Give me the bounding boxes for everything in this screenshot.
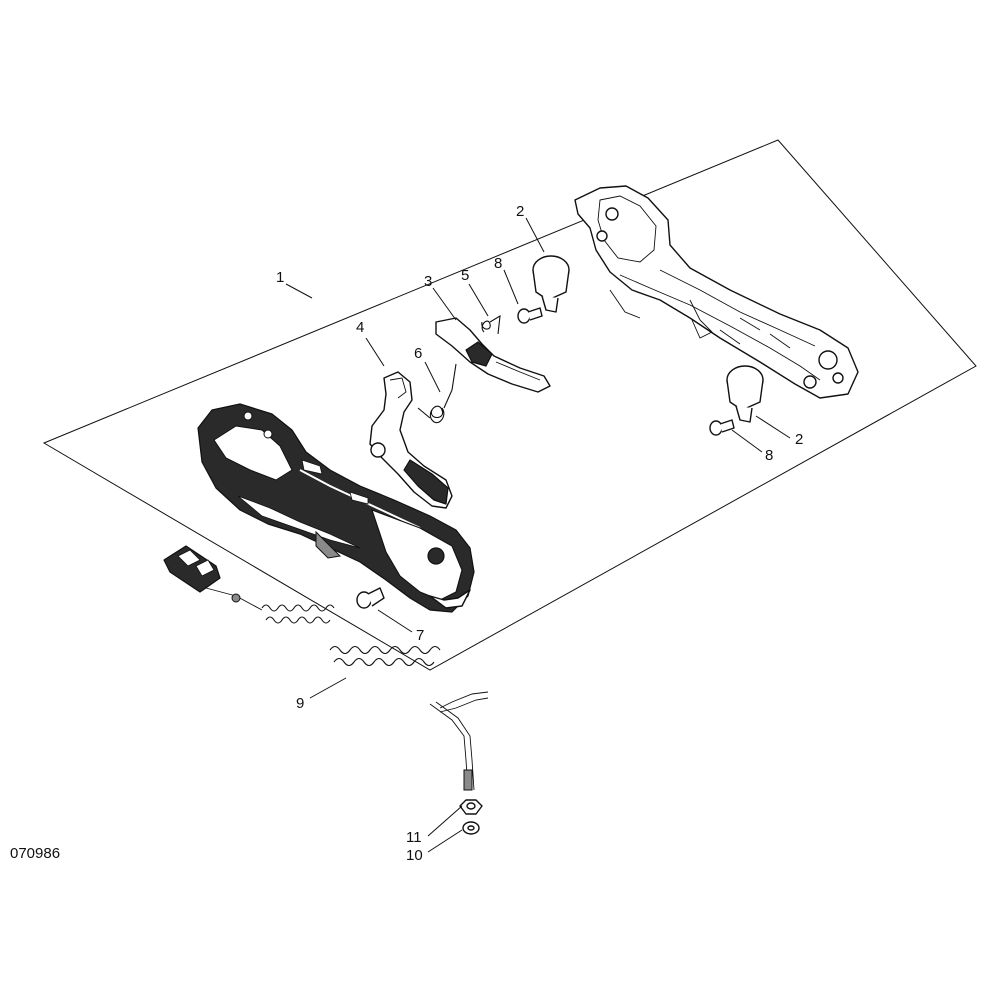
callout-8-lower: 8: [765, 447, 773, 464]
callout-10: 10: [406, 847, 423, 864]
lever-spring: [481, 314, 501, 335]
callout-2-upper: 2: [516, 203, 524, 220]
leader-lines: [285, 217, 791, 853]
callout-3: 3: [424, 273, 432, 290]
callout-11: 11: [406, 829, 422, 846]
clamp-lower: [726, 365, 764, 423]
stop-switch: [163, 545, 221, 593]
callout-1: 1: [276, 269, 284, 286]
callout-4: 4: [356, 319, 364, 336]
torsion-spring: [417, 363, 457, 424]
callout-2-lower: 2: [795, 431, 803, 448]
right-handle-half: [574, 185, 859, 399]
lockout-lever: [435, 317, 551, 393]
wire-harness: [205, 587, 489, 791]
callout-6: 6: [414, 345, 422, 362]
screw-handle: [356, 587, 385, 609]
left-handle-half: [197, 403, 475, 613]
clamp-upper: [532, 255, 570, 313]
screw-lower: [709, 419, 735, 436]
washer: [462, 821, 480, 835]
nut: [459, 799, 483, 815]
figure-id: 070986: [10, 845, 60, 862]
screw-upper: [517, 307, 543, 324]
callouts: 1 2 3 5 8 4 6 2 8 7 9 11 10: [276, 203, 803, 864]
callout-5: 5: [461, 267, 469, 284]
callout-9: 9: [296, 695, 304, 712]
callout-8-upper: 8: [494, 255, 502, 272]
callout-7: 7: [416, 627, 424, 644]
assembly-outline: [42, 139, 977, 671]
throttle-trigger: [369, 371, 453, 509]
